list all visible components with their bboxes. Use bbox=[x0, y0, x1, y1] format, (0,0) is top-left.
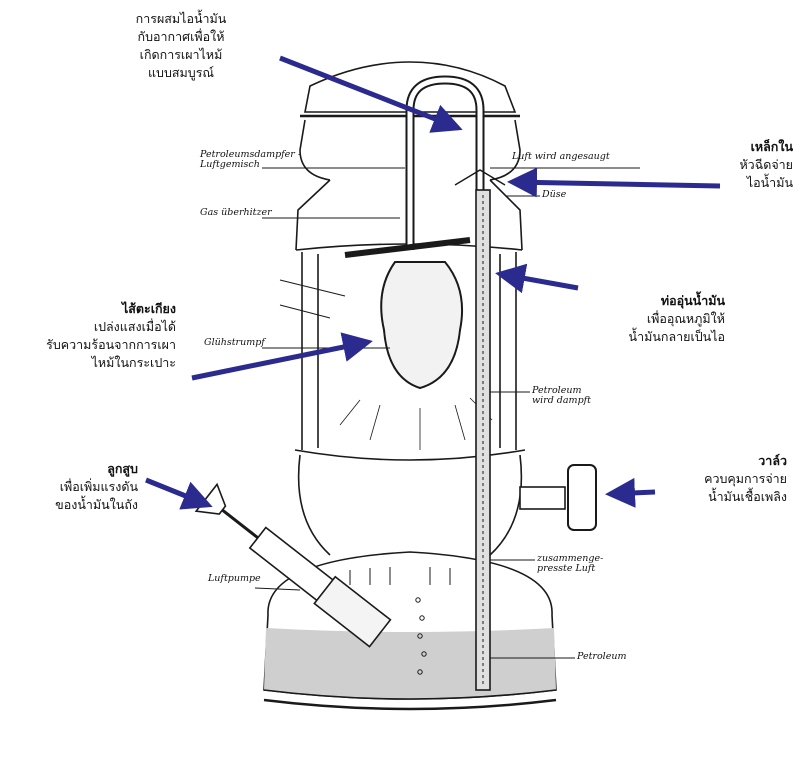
callout-pump-line: เพื่อเพิ่มแรงดัน bbox=[59, 479, 138, 494]
callout-valve: วาล์ว ควบคุมการจ่าย น้ำมันเชื้อเพลิง bbox=[645, 452, 787, 506]
callout-mantle-line: เปล่งแสงเมื่อได้ bbox=[93, 319, 176, 334]
callout-tube-heading: ท่ออุ่นน้ำมัน bbox=[660, 293, 725, 308]
callout-mixing-line: เกิดการเผาไหม้ bbox=[139, 47, 223, 62]
callout-mantle-line: รับความร้อนจากการเผา bbox=[46, 337, 176, 352]
callout-tube-line: เพื่ออุณหภูมิให้ bbox=[646, 311, 725, 326]
feed-tube bbox=[475, 189, 491, 691]
callout-tube-line: น้ำมันกลายเป็นไอ bbox=[628, 329, 725, 344]
callout-mantle-line: ไหม้ในกระเปาะ bbox=[91, 355, 176, 370]
callout-pump-line: ของน้ำมันในถัง bbox=[55, 497, 138, 512]
valve-knob bbox=[567, 464, 597, 531]
lower-body bbox=[297, 454, 523, 556]
arrow-valve bbox=[605, 477, 656, 508]
label-mantle: Glühstrumpf bbox=[204, 337, 265, 348]
callout-pump-heading: ลูกสูบ bbox=[107, 461, 138, 476]
mantle-shape bbox=[380, 261, 464, 390]
callout-valve-line: ควบคุมการจ่าย bbox=[704, 471, 787, 486]
callout-mixing-line: การผสมไอน้ำมัน bbox=[135, 11, 227, 26]
fuel-level bbox=[264, 628, 556, 699]
callout-pump: ลูกสูบ เพื่อเพิ่มแรงดัน ของน้ำมันในถัง bbox=[10, 460, 138, 514]
arrow-mantle bbox=[191, 332, 373, 381]
callout-tube: ท่ออุ่นน้ำมัน เพื่ออุณหภูมิให้ น้ำมันกลา… bbox=[580, 292, 725, 346]
callout-nozzle-line: หัวฉีดจ่าย bbox=[739, 157, 793, 172]
label-petroleum-vapour-line: Petroleumsdampfer - bbox=[200, 149, 302, 160]
label-gas-tube: Gas überhitzer bbox=[200, 207, 272, 218]
arrow-pump bbox=[145, 477, 213, 510]
label-petroleum-vapour-lower: Petroleum wird dampft bbox=[532, 386, 591, 406]
label-nozzle: Düse bbox=[542, 189, 567, 200]
label-petroleum-vapour-lower-line: wird dampft bbox=[532, 395, 591, 406]
lantern-drawing bbox=[194, 61, 597, 711]
label-pump: Luftpumpe bbox=[208, 573, 261, 584]
label-pressure-air-line: zusammenge- bbox=[537, 553, 604, 564]
label-petroleum-vapour-lower-line: Petroleum bbox=[532, 385, 582, 396]
label-pressure-air-line: presste Luft bbox=[537, 563, 596, 574]
callout-mantle-heading: ไส้ตะเกียง bbox=[121, 301, 176, 316]
label-petroleum-vapour: Petroleumsdampfer - Luftgemisch bbox=[200, 150, 301, 170]
callout-valve-heading: วาล์ว bbox=[758, 453, 787, 468]
hood bbox=[304, 61, 517, 113]
label-petroleum: Petroleum bbox=[577, 651, 627, 662]
callout-mixing-line: กับอากาศเพื่อให้ bbox=[137, 29, 225, 44]
upper-body bbox=[295, 179, 523, 251]
callout-arrows bbox=[145, 55, 721, 510]
label-petroleum-vapour-line: Luftgemisch bbox=[200, 159, 260, 170]
valve-body bbox=[519, 486, 566, 510]
arrow-nozzle bbox=[507, 167, 721, 198]
callout-mixing: การผสมไอน้ำมัน กับอากาศเพื่อให้ เกิดการเ… bbox=[106, 10, 256, 82]
callout-nozzle-line: ไอน้ำมัน bbox=[746, 175, 793, 190]
callout-mixing-line: แบบสมบูรณ์ bbox=[147, 65, 215, 80]
callout-nozzle-heading: เหล็กใน bbox=[750, 139, 793, 154]
callout-mantle: ไส้ตะเกียง เปล่งแสงเมื่อได้ รับความร้อนจ… bbox=[8, 300, 176, 372]
callout-valve-line: น้ำมันเชื้อเพลิง bbox=[708, 489, 787, 504]
callout-nozzle: เหล็กใน หัวฉีดจ่าย ไอน้ำมัน bbox=[655, 138, 793, 192]
label-pressure-air: zusammenge- presste Luft bbox=[537, 554, 603, 574]
arrow-mixing bbox=[279, 55, 463, 133]
arrow-tube bbox=[495, 263, 579, 294]
label-mixing-chamber: Luft wird angesaugt bbox=[512, 151, 610, 162]
